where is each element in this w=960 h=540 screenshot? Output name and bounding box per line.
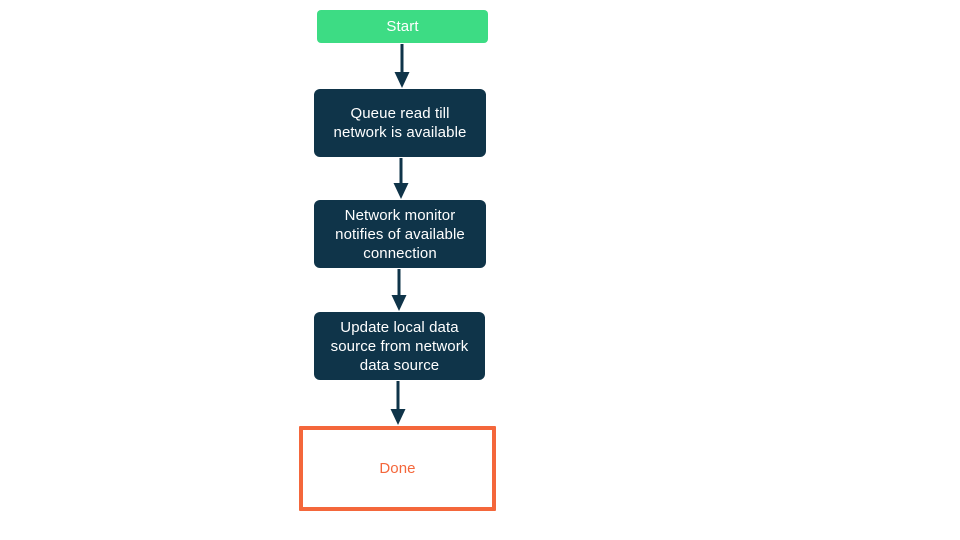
node-queue-read-line-1: Queue read till	[350, 105, 450, 122]
node-queue-read-line-2: network is available	[333, 124, 467, 141]
edge-monitor-update	[387, 269, 411, 311]
node-network-monitor-label: Network monitor notifies of available co…	[335, 206, 465, 263]
node-network-monitor-line-2: notifies of available	[335, 225, 465, 243]
edge-queue-monitor	[389, 158, 413, 199]
node-network-monitor-line-3: connection	[363, 244, 437, 262]
node-update-line-1: Update local data	[340, 318, 459, 336]
node-update-local-data-source-label: Update local data source from network da…	[331, 318, 469, 375]
node-start-label: Start	[386, 18, 419, 35]
node-done[interactable]: Done	[299, 426, 496, 511]
node-update-line-3: data source	[359, 356, 440, 374]
node-queue-read-label: Queue read till network is available	[334, 104, 467, 142]
node-done-label: Done	[379, 460, 416, 477]
node-network-monitor-line-1: Network monitor	[344, 206, 456, 224]
node-update-line-2: source from network	[330, 337, 469, 355]
node-update-local-data-source[interactable]: Update local data source from network da…	[314, 312, 485, 380]
node-network-monitor[interactable]: Network monitor notifies of available co…	[314, 200, 486, 268]
edge-update-done	[386, 381, 410, 425]
node-start[interactable]: Start	[317, 10, 488, 43]
edge-start-queue	[390, 44, 414, 88]
node-queue-read[interactable]: Queue read till network is available	[314, 89, 486, 157]
